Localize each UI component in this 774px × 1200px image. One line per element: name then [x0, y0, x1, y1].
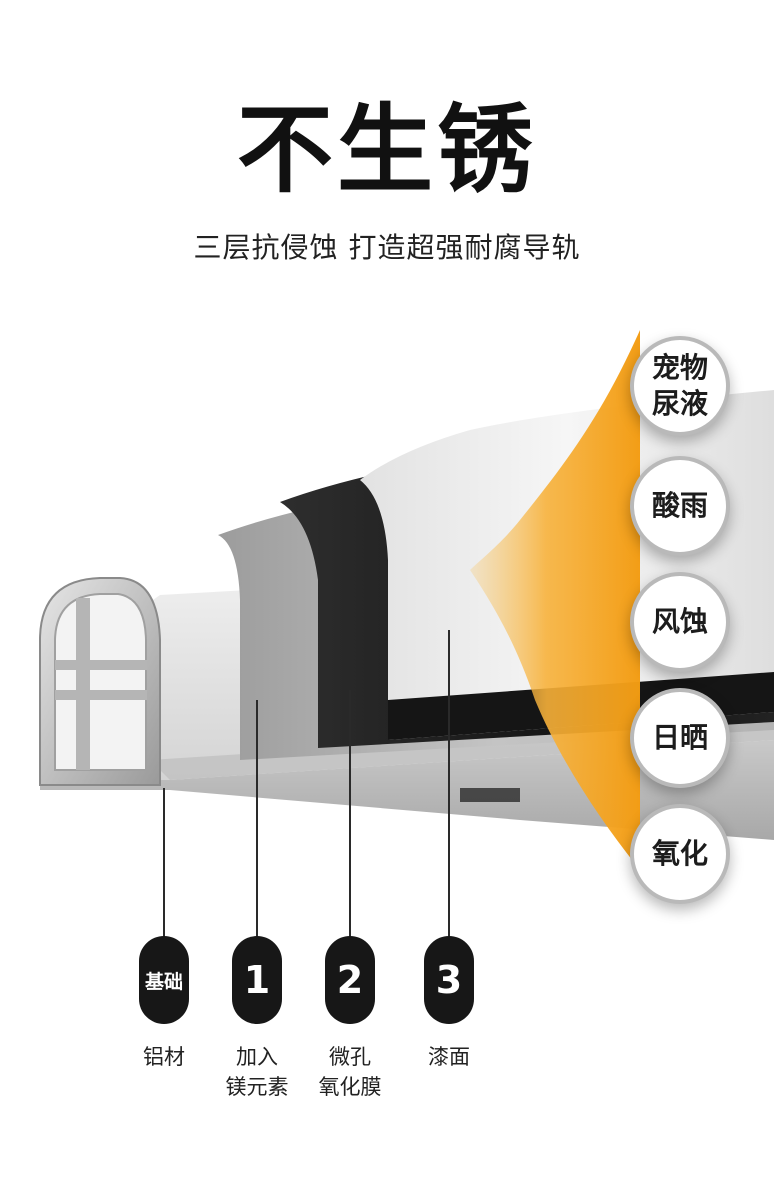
layer-label-1: 加入 镁元素: [225, 1045, 289, 1100]
leader-line-1: [256, 700, 258, 938]
leader-line-2: [349, 690, 351, 938]
threat-circle-wind-erosion: 风蚀: [630, 572, 730, 672]
threat-circle-oxidation: 氧化: [630, 804, 730, 904]
erosion-arrow: [470, 330, 640, 870]
leader-line-3: [448, 630, 450, 938]
layer-badge-1: 1: [232, 936, 282, 1024]
layer-label-base: 铝材: [143, 1045, 185, 1069]
threat-circle-acid-rain: 酸雨: [630, 456, 730, 556]
layer-label-2: 微孔 氧化膜: [318, 1045, 382, 1100]
layer-badge-base: 基础: [139, 936, 189, 1024]
layer-badge-2: 2: [325, 936, 375, 1024]
page-title: 不生锈: [237, 94, 537, 206]
threat-circle-sun-exposure: 日晒: [630, 688, 730, 788]
layer-badge-3: 3: [424, 936, 474, 1024]
page-subtitle: 三层抗侵蚀 打造超强耐腐导轨: [193, 231, 581, 264]
layer-label-3: 漆面: [428, 1045, 470, 1069]
threat-circle-pet-urine: 宠物尿液: [630, 336, 730, 436]
rail-end-profile: [39, 577, 161, 786]
leader-line-base: [163, 788, 165, 938]
